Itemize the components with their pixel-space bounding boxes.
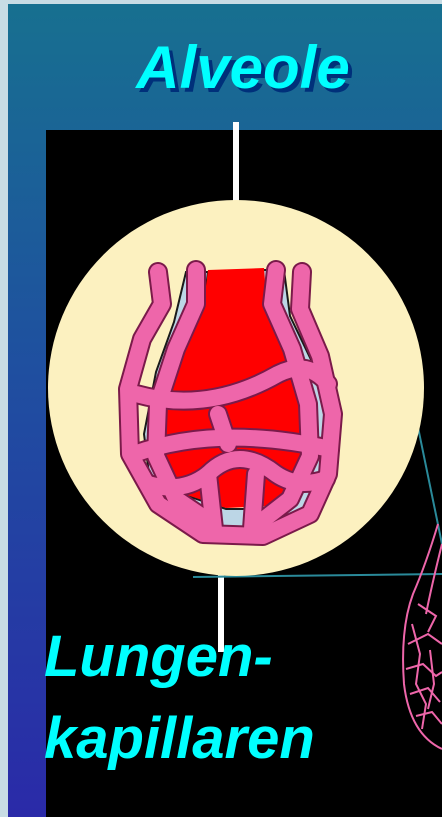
label-lungenkapillaren: Lungen- kapillaren (44, 616, 442, 780)
label-line-2: kapillaren (44, 698, 442, 780)
title-alveole: Alveole (8, 32, 442, 104)
label-line-1: Lungen- (44, 616, 442, 698)
slide-background: Alveole Lungen- kapillaren (8, 4, 442, 817)
